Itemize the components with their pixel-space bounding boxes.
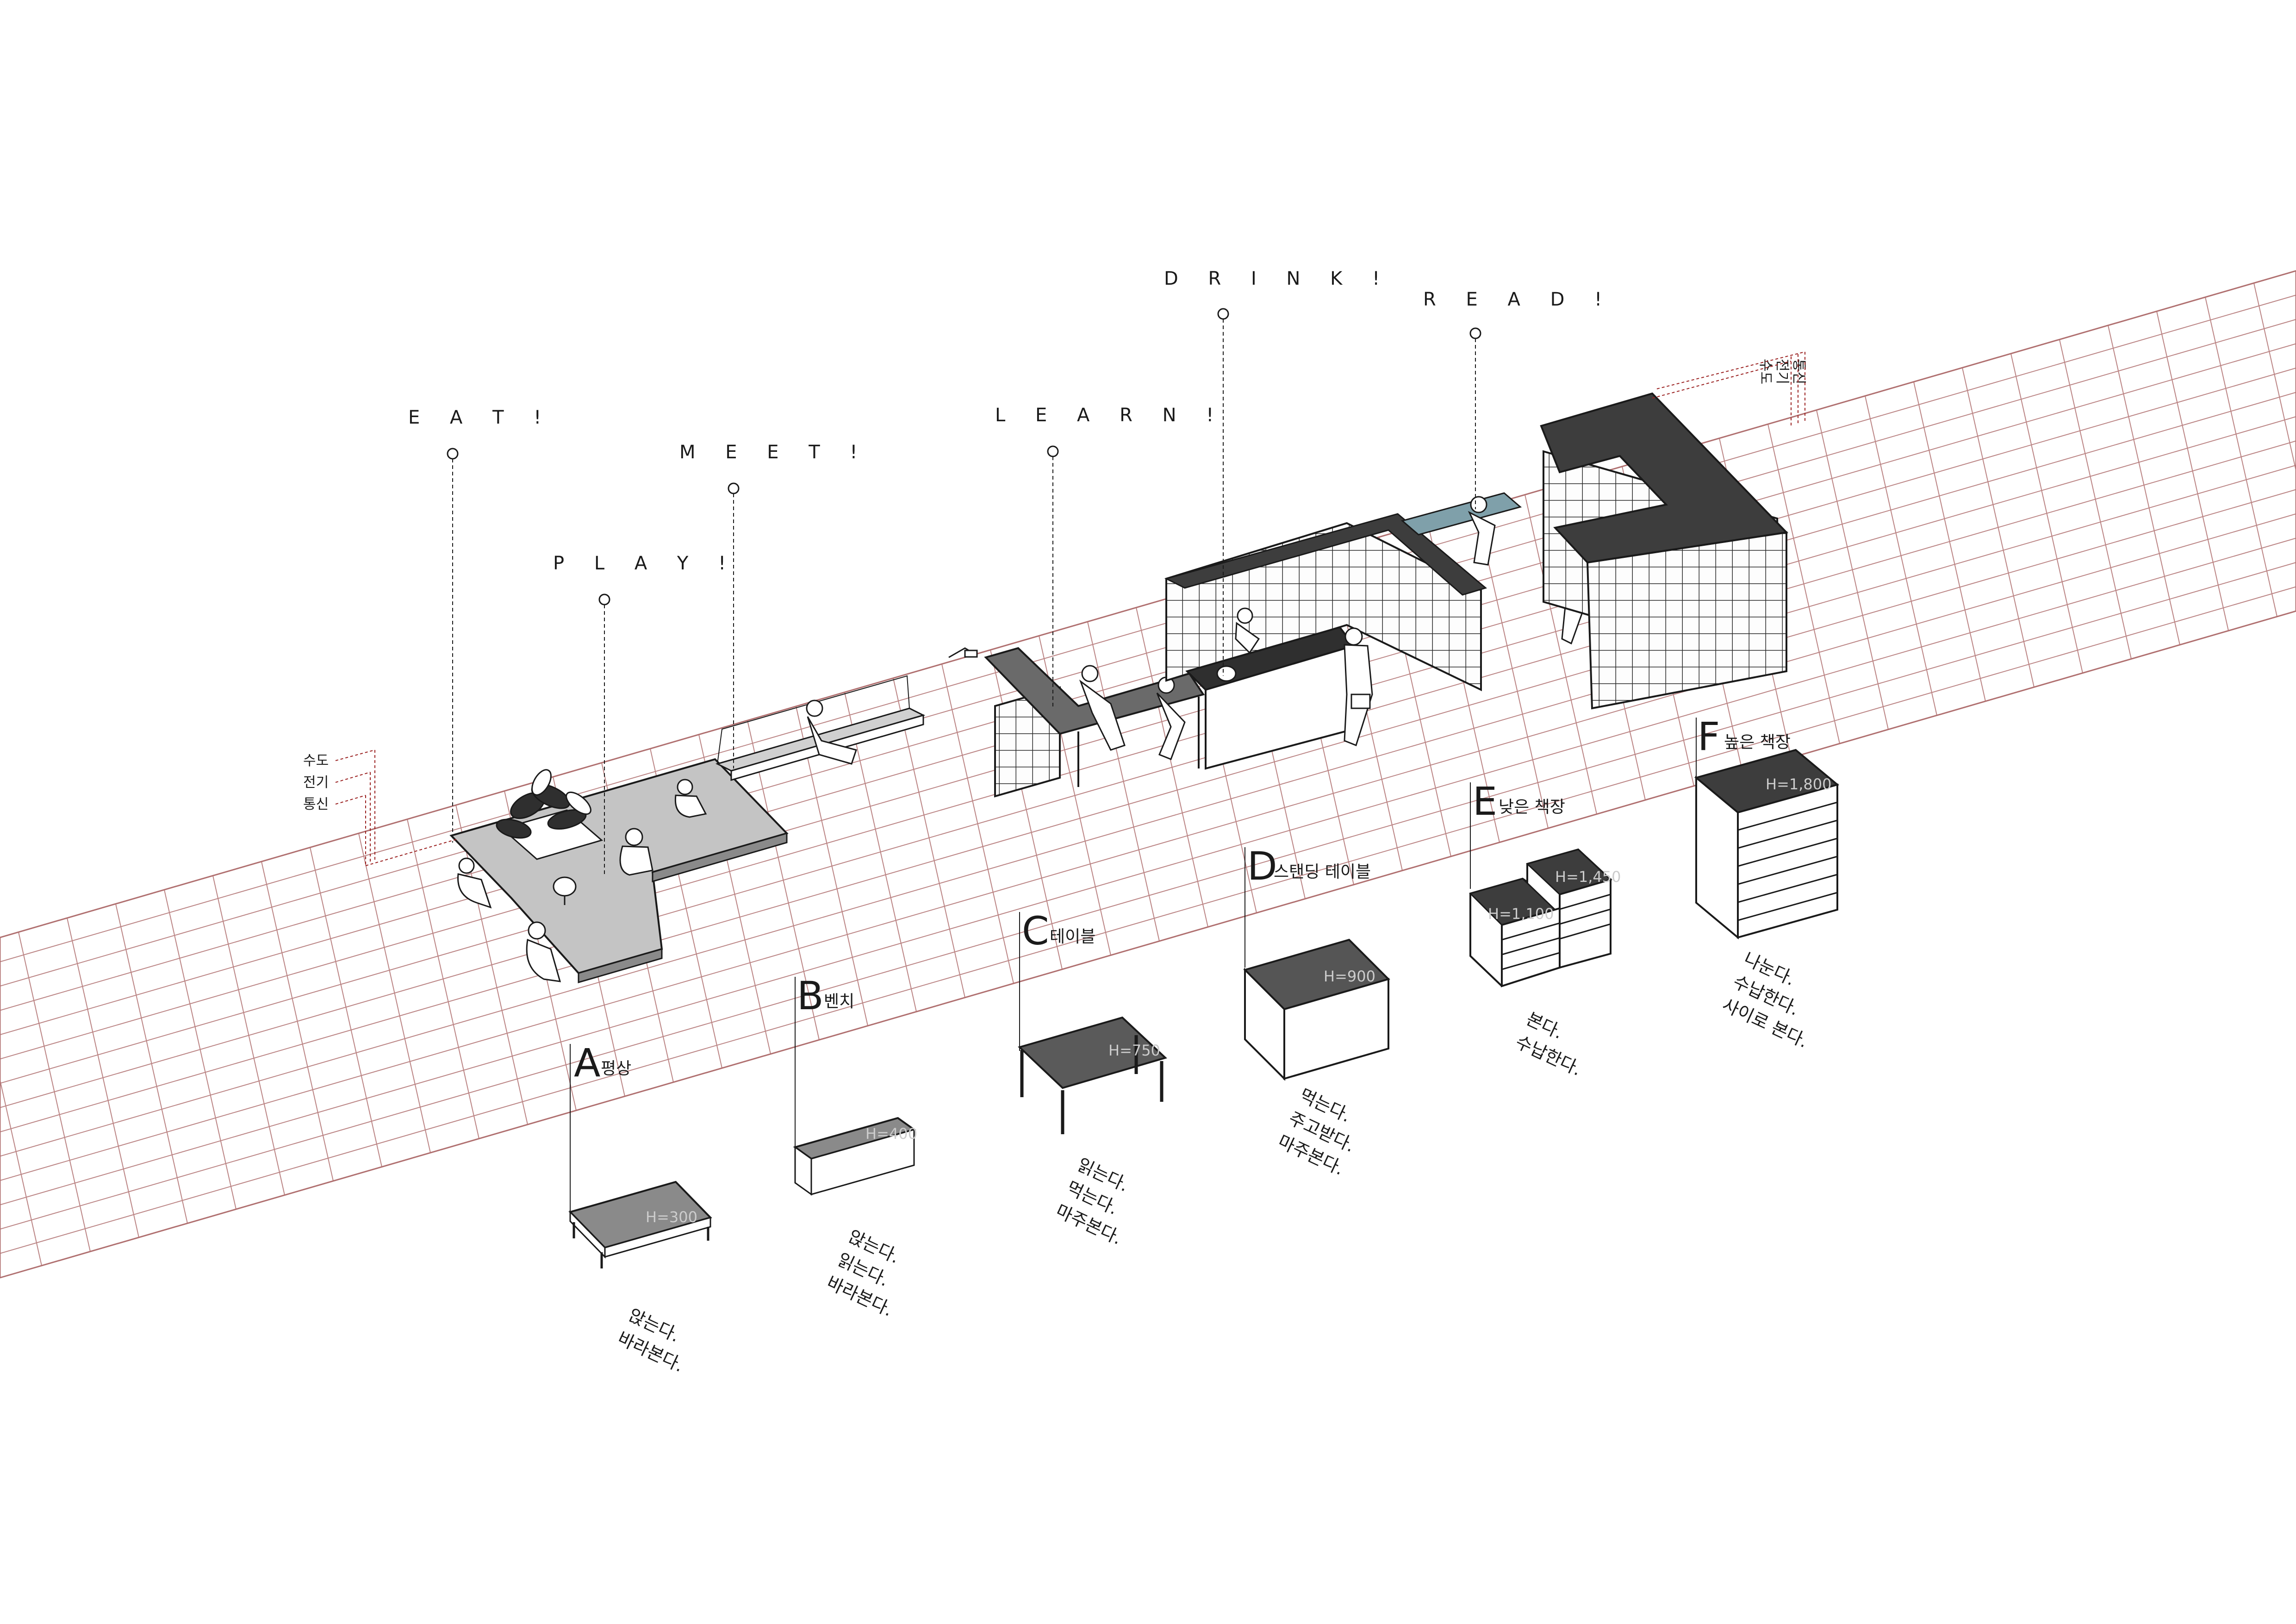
lamp-icon	[948, 647, 978, 658]
callout-play: P L A Y !	[553, 553, 738, 875]
activity-callouts: E A T ! P L A Y ! M E E T ! L E A R N ! …	[408, 268, 1614, 875]
utility-electric: 전기	[303, 775, 329, 791]
bookcase-f-top	[1540, 392, 1789, 564]
bench-b-installed	[715, 675, 926, 781]
label-meet: M E E T !	[679, 442, 869, 463]
callout-eat: E A T !	[408, 407, 553, 843]
pyeongsang-icon	[568, 1181, 712, 1268]
legend-f-name: 높은 책장	[1724, 733, 1791, 752]
legend-e-name: 낮은 책장	[1499, 798, 1565, 817]
person-figures-standing	[1235, 607, 1373, 746]
label-read: R E A D !	[1423, 289, 1614, 310]
utility-water: 수도	[303, 753, 329, 769]
legend-a-height: H=300	[646, 1208, 697, 1226]
callout-read: R E A D !	[1423, 289, 1614, 509]
platform-a-installed	[449, 758, 789, 983]
legend-b-name: 벤치	[824, 992, 854, 1011]
label-learn: L E A R N !	[995, 405, 1226, 426]
table-icon	[1018, 1016, 1167, 1134]
tall-bookcase-f-installed	[1540, 392, 1789, 710]
label-drink: D R I N K !	[1164, 268, 1392, 289]
legend-d-name: 스탠딩 테이블	[1274, 862, 1371, 881]
shelf-d-top	[1164, 513, 1487, 596]
utility-telecom: 통신	[303, 796, 329, 812]
legend-a: A 평상 H=300 앉는다. 바라본다.	[568, 1040, 712, 1376]
lamp-icon	[1216, 665, 1237, 682]
utilities-left: 수도 전기 통신	[303, 750, 459, 866]
person-figures-platform	[457, 779, 707, 982]
legend-c-letter: C	[1022, 908, 1049, 954]
bench-back	[716, 675, 910, 765]
lamp-icon	[553, 876, 577, 905]
callout-learn: L E A R N !	[995, 405, 1226, 708]
callout-drink: D R I N K !	[1164, 268, 1392, 676]
legend-e-height-2: H=1,450	[1555, 868, 1621, 886]
legend-e-height-1: H=1,100	[1488, 905, 1554, 923]
person-reading	[806, 700, 857, 765]
table-c-installed	[948, 647, 1205, 798]
tall-bookcase-icon	[1694, 749, 1840, 940]
standing-table-d-installed	[1164, 513, 1487, 770]
legend-a-letter: A	[574, 1040, 600, 1086]
utilities-right: 수도 전기 통신	[1652, 351, 1807, 426]
legend-c-height: H=750	[1108, 1042, 1160, 1059]
callout-meet: M E E T !	[679, 442, 869, 768]
bench-icon	[793, 1117, 916, 1196]
utility-electric-right: 전기	[1774, 359, 1790, 384]
legend-c-name: 테이블	[1050, 927, 1095, 946]
standing-table-icon	[1243, 938, 1390, 1081]
utility-telecom-right: 통신	[1791, 359, 1807, 384]
legend-b-height: H=400	[865, 1125, 917, 1143]
label-eat: E A T !	[408, 407, 553, 428]
plant-icon	[496, 769, 591, 839]
legend-d-letter: D	[1247, 843, 1277, 889]
legend-f-height: H=1,800	[1766, 775, 1831, 793]
reading-counter-top	[1400, 492, 1522, 536]
utility-water-right: 수도	[1757, 359, 1773, 384]
legend-e-letter: E	[1473, 779, 1497, 824]
person-figures-table	[1079, 665, 1186, 760]
legend-f-letter: F	[1698, 714, 1720, 759]
legend-a-name: 평상	[601, 1059, 631, 1078]
legend-b-letter: B	[797, 973, 824, 1018]
legend-d-height: H=900	[1324, 968, 1375, 985]
installation	[449, 392, 1789, 983]
platform-edge	[578, 832, 788, 983]
label-play: P L A Y !	[553, 553, 738, 574]
low-bookcase-icon	[1469, 848, 1612, 987]
